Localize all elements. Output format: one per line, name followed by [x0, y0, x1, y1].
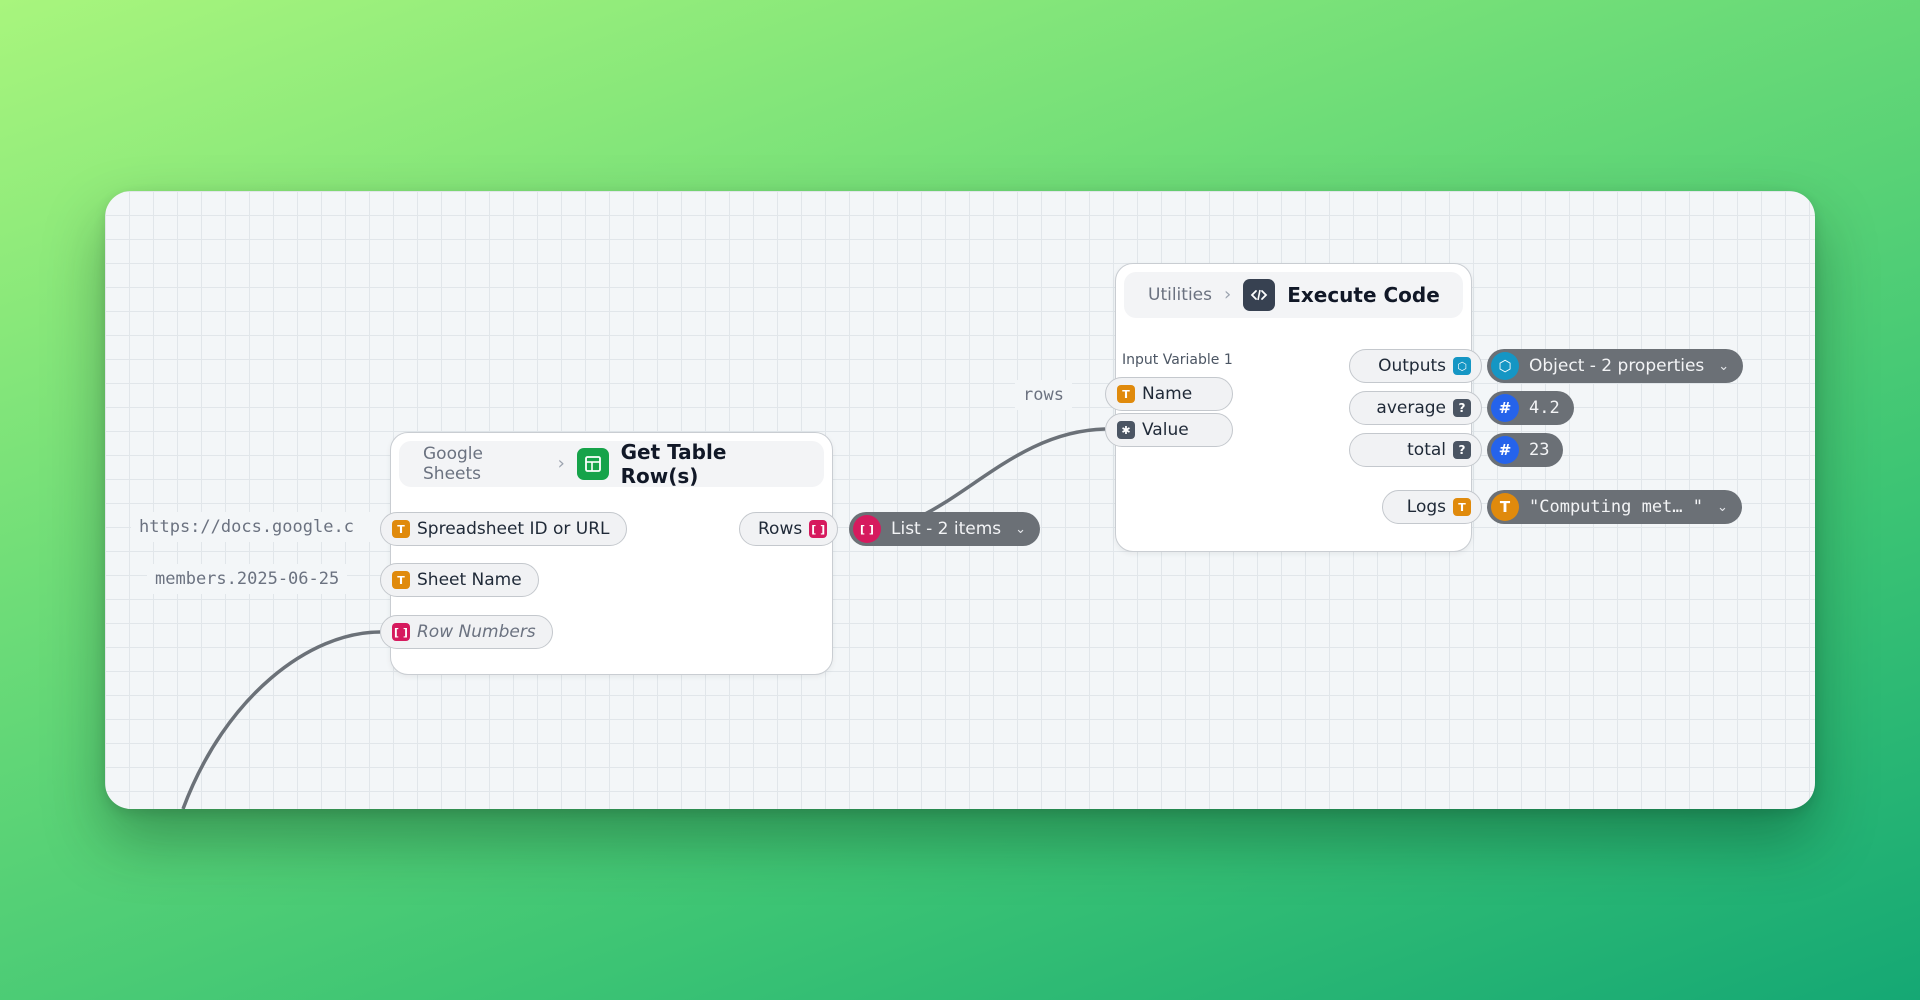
execute-code-node-header[interactable]: Utilities › Execute Code [1124, 272, 1463, 318]
number-type-icon: # [1491, 394, 1519, 422]
port-label: Sheet Name [417, 570, 522, 590]
google-sheets-node-header[interactable]: Google Sheets › Get Table Row(s) [399, 440, 824, 488]
average-value[interactable]: # 4.2 [1487, 391, 1574, 425]
logs-value[interactable]: T "Computing met… " ⌄ [1487, 490, 1742, 524]
port-label: total [1407, 440, 1446, 460]
port-label: Spreadsheet ID or URL [417, 519, 610, 539]
output-value: 4.2 [1529, 398, 1560, 418]
output-value: 23 [1529, 440, 1550, 460]
text-type-icon: T [1491, 493, 1519, 521]
chevron-right-icon: › [1223, 284, 1232, 305]
chevron-down-icon[interactable]: ⌄ [1718, 358, 1730, 374]
outputs-value[interactable]: ⬡ Object - 2 properties ⌄ [1487, 349, 1744, 383]
text-type-icon: T [392, 520, 410, 538]
port-label: Value [1142, 420, 1189, 440]
list-type-icon: [ ] [853, 515, 881, 543]
sheet-name-input-port[interactable]: T Sheet Name [380, 563, 539, 597]
chevron-down-icon[interactable]: ⌄ [1015, 521, 1027, 537]
logs-output-port[interactable]: Logs T [1382, 490, 1482, 524]
number-type-icon: # [1491, 436, 1519, 464]
node-breadcrumb: Google Sheets [423, 444, 483, 484]
total-output-port[interactable]: total ? [1349, 433, 1482, 467]
port-label: Rows [758, 519, 803, 539]
spreadsheet-id-input-port[interactable]: T Spreadsheet ID or URL [380, 512, 627, 546]
name-input-value[interactable]: rows [1015, 380, 1072, 410]
port-label: Name [1142, 384, 1193, 404]
spreadsheet-url-value[interactable]: https://docs.google.c [131, 512, 380, 542]
port-label: average [1376, 398, 1446, 418]
node-title: Get Table Row(s) [620, 440, 727, 488]
port-label: Row Numbers [417, 622, 536, 642]
chevron-down-icon[interactable]: ⌄ [1717, 499, 1728, 515]
node-title: Execute Code [1287, 283, 1440, 307]
node-breadcrumb: Utilities [1148, 285, 1212, 305]
text-type-icon: T [1453, 498, 1471, 516]
wire-rows-to-value [916, 427, 1106, 520]
total-value[interactable]: # 23 [1487, 433, 1564, 467]
sheet-name-value[interactable]: members.2025-06-25 [147, 564, 348, 594]
list-type-icon: [ ] [392, 623, 410, 641]
unknown-type-icon: ? [1453, 441, 1471, 459]
google-sheets-node[interactable]: Google Sheets › Get Table Row(s) [390, 432, 833, 675]
rows-output-port[interactable]: Rows [ ] [739, 512, 839, 546]
text-type-icon: T [1117, 385, 1135, 403]
code-icon [1243, 279, 1276, 311]
unknown-type-icon: ? [1453, 399, 1471, 417]
wire-row-numbers [181, 630, 381, 809]
port-label: Logs [1406, 497, 1446, 517]
list-type-icon: [ ] [809, 520, 828, 538]
output-value: Object - 2 properties [1529, 356, 1705, 376]
output-value: List - 2 items [891, 519, 1002, 539]
workflow-canvas[interactable]: https://docs.google.c members.2025-06-25… [105, 191, 1815, 809]
row-numbers-input-port[interactable]: [ ] Row Numbers [380, 615, 553, 649]
rows-output-value[interactable]: [ ] List - 2 items ⌄ [849, 512, 1041, 546]
outputs-port[interactable]: Outputs ⬡ [1349, 349, 1482, 383]
any-type-icon: ✱ [1117, 421, 1135, 439]
object-type-icon: ⬡ [1453, 357, 1471, 375]
name-input-port[interactable]: T Name [1105, 377, 1233, 411]
google-sheets-icon [576, 448, 609, 480]
input-section-label: Input Variable 1 [1122, 352, 1233, 368]
value-input-port[interactable]: ✱ Value [1105, 413, 1233, 447]
port-label: Outputs [1378, 356, 1446, 376]
object-type-icon: ⬡ [1491, 352, 1519, 380]
text-type-icon: T [392, 571, 410, 589]
chevron-right-icon: › [557, 453, 565, 474]
average-output-port[interactable]: average ? [1349, 391, 1482, 425]
output-value: "Computing met… " [1529, 497, 1703, 517]
